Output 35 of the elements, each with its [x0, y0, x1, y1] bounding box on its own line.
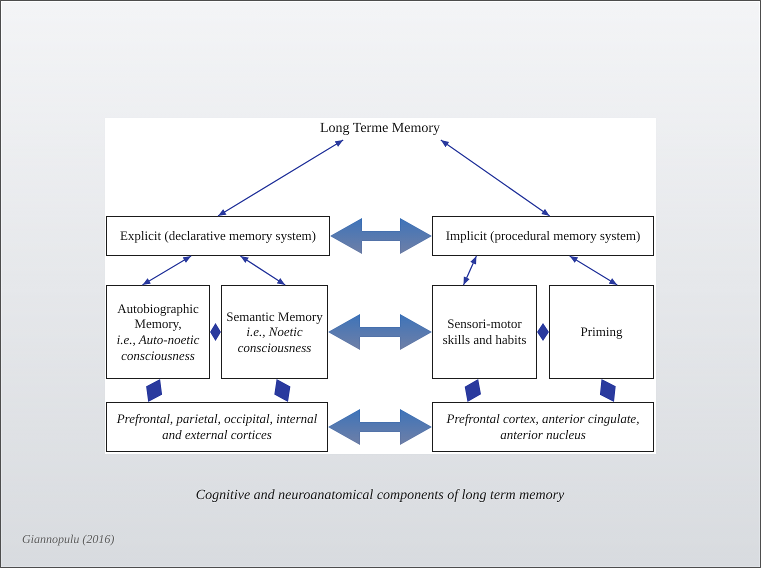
- box-label: Implicit (procedural memory system): [446, 228, 640, 244]
- box-label: Explicit (declarative memory system): [120, 228, 316, 244]
- memory-box: [432, 285, 537, 379]
- double-arrow: [274, 379, 290, 402]
- double-arrow: [328, 314, 432, 350]
- memory-box: [106, 216, 330, 256]
- double-arrow: [146, 379, 162, 402]
- memory-box: [432, 402, 654, 452]
- box-label: Prefrontal cortex, anterior cingulate, anterior nucleus: [446, 411, 640, 443]
- heading-text: Long Terme Memory: [320, 120, 440, 138]
- double-arrow: [537, 323, 549, 341]
- double-arrow: [464, 379, 481, 402]
- arrow: [142, 255, 192, 286]
- double-arrow: [330, 218, 432, 254]
- memory-box: [549, 285, 654, 379]
- box-label: Priming: [580, 324, 622, 340]
- arrow: [462, 256, 477, 286]
- double-arrow: [328, 409, 432, 445]
- double-arrow: [600, 379, 616, 402]
- box-label: Sensori-motor skills and habits: [442, 316, 528, 348]
- box-label: i.e., Noetic consciousness: [236, 324, 312, 356]
- memory-box: [106, 402, 328, 452]
- caption: Cognitive and neuroanatomical components of long term memory: [194, 488, 566, 504]
- memory-box: [106, 285, 210, 379]
- arrow: [240, 255, 286, 286]
- arrow: [569, 255, 618, 286]
- double-arrow: [210, 323, 221, 341]
- arrow: [440, 139, 550, 217]
- box-label: i.e., Auto-noetic consciousness: [116, 332, 200, 364]
- box-label: Semantic Memory: [226, 308, 323, 324]
- memory-box: [432, 216, 654, 256]
- box-label: Prefrontal, parietal, occipital, internal and external cortices: [116, 411, 318, 443]
- citation-text: Giannopulu (2016): [22, 532, 114, 547]
- memory-box: [221, 285, 328, 379]
- arrow: [218, 139, 344, 217]
